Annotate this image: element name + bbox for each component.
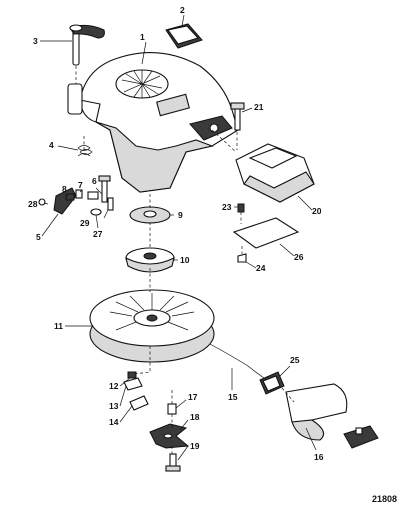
callout-26: 26 xyxy=(294,252,304,262)
parts-23-24-26 xyxy=(232,203,300,263)
part-21-bolt xyxy=(230,102,245,131)
callout-10: 10 xyxy=(180,255,190,265)
figure-id: 21808 xyxy=(372,494,397,504)
part-9-ratchet-disc xyxy=(129,206,171,224)
part-10-spring-cup xyxy=(125,247,175,273)
callout-7: 7 xyxy=(78,180,83,190)
parts-12-13-14-pawl xyxy=(123,371,149,411)
part-20-bracket xyxy=(235,143,315,203)
assembly-center-lines xyxy=(75,66,295,454)
callout-18: 18 xyxy=(190,412,200,422)
callout-23: 23 xyxy=(222,202,232,212)
callout-6: 6 xyxy=(92,176,97,186)
callout-20: 20 xyxy=(312,206,322,216)
callout-27: 27 xyxy=(93,229,103,239)
callout-5: 5 xyxy=(36,232,41,242)
part-25-rope-guide xyxy=(259,371,285,395)
part-3-lever xyxy=(69,24,105,66)
callout-16: 16 xyxy=(314,452,324,462)
callout-labels: 1 2 3 4 5 6 7 8 9 10 11 12 13 14 15 16 1… xyxy=(28,5,324,462)
leader-lines xyxy=(40,14,317,461)
part-4-spring xyxy=(77,145,93,157)
parts-17-18-19 xyxy=(149,403,190,472)
part-11-pulley xyxy=(89,289,215,363)
callout-14: 14 xyxy=(109,417,119,427)
callout-24: 24 xyxy=(256,263,266,273)
callout-25: 25 xyxy=(290,355,300,365)
callout-11: 11 xyxy=(54,321,63,331)
part-16-handle xyxy=(285,383,379,449)
callout-17: 17 xyxy=(188,392,198,402)
callout-2: 2 xyxy=(180,5,185,15)
callout-13: 13 xyxy=(109,401,119,411)
part-2-cover-plate xyxy=(165,23,203,49)
callout-15: 15 xyxy=(228,392,238,402)
callout-29: 29 xyxy=(80,218,90,228)
callout-9: 9 xyxy=(178,210,183,220)
callout-12: 12 xyxy=(109,381,119,391)
callout-4: 4 xyxy=(49,140,54,150)
parts-small-hardware xyxy=(38,175,114,216)
callout-28: 28 xyxy=(28,199,38,209)
callout-8: 8 xyxy=(62,184,67,194)
callout-21: 21 xyxy=(254,102,264,112)
part-1-starter-housing xyxy=(67,52,239,193)
callout-19: 19 xyxy=(190,441,200,451)
callout-1: 1 xyxy=(140,32,145,42)
part-15-rope xyxy=(209,343,265,379)
callout-3: 3 xyxy=(33,36,38,46)
